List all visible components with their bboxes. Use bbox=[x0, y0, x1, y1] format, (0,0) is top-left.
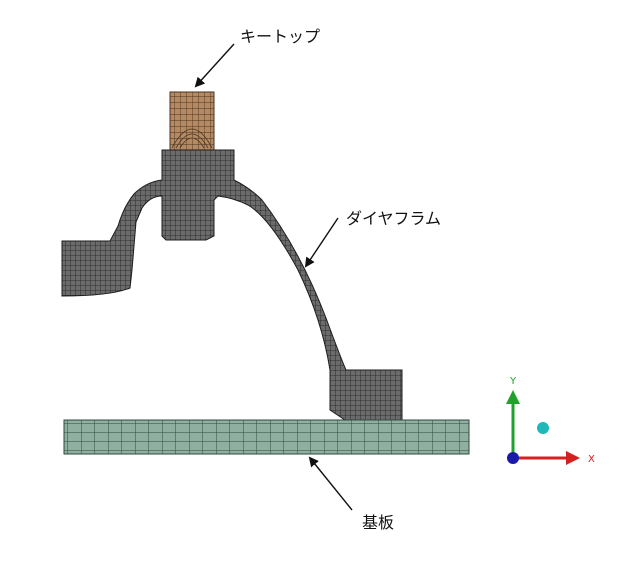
substrate-label: 基板 bbox=[362, 513, 394, 532]
y-axis-label: Y bbox=[509, 376, 517, 387]
diaphragm-part bbox=[61, 149, 403, 421]
substrate-part bbox=[63, 419, 470, 455]
keytop-leader-arrow bbox=[194, 43, 235, 88]
diaphragm-label: ダイヤフラム bbox=[346, 209, 441, 228]
keytop-label: キートップ bbox=[240, 27, 320, 46]
diaphragm-leader-arrow bbox=[304, 217, 339, 268]
x-axis-label: X bbox=[588, 454, 595, 465]
substrate-leader-arrow bbox=[308, 456, 353, 511]
keytop-part bbox=[169, 91, 215, 151]
xyz-axis-triad-icon: Y X bbox=[506, 376, 595, 465]
